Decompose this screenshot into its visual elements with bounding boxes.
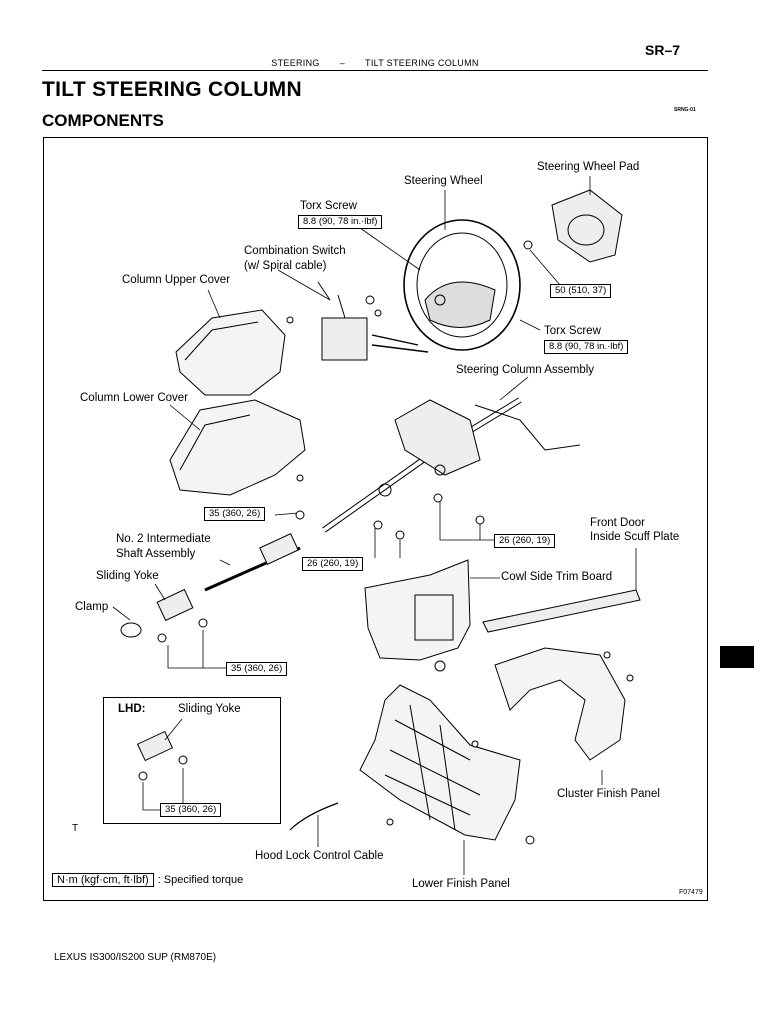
header-subsection: TILT STEERING COLUMN	[365, 58, 479, 68]
label-steering-wheel-pad: Steering Wheel Pad	[537, 161, 640, 173]
hood-lock-cable-drawing	[289, 802, 339, 831]
label-cowl-side-trim: Cowl Side Trim Board	[501, 571, 613, 583]
intermediate-shaft-drawing	[204, 532, 301, 592]
cowl-side-trim-drawing	[364, 559, 471, 661]
column-upper-cover-drawing	[175, 309, 286, 396]
header-dash: –	[339, 58, 346, 68]
steering-column-drawing	[322, 397, 581, 533]
torque-torx-1: 8.8 (90, 78 in.·lbf)	[298, 215, 383, 229]
label-torx-screw-2: Torx Screw	[544, 325, 601, 337]
label-combination-switch-sub: (w/ Spiral cable)	[244, 260, 327, 272]
label-hood-lock-cable: Hood Lock Control Cable	[255, 850, 384, 862]
label-shaft-assembly: Shaft Assembly	[116, 548, 196, 560]
label-front-door: Front Door	[590, 517, 645, 529]
label-lhd: LHD:	[118, 703, 146, 715]
header-section: STEERING	[271, 58, 320, 68]
label-lower-finish-panel: Lower Finish Panel	[412, 878, 510, 890]
legend-text: : Specified torque	[157, 874, 244, 886]
steering-wheel-pad-drawing	[523, 189, 623, 263]
figure-code: SRNG-01	[674, 107, 696, 113]
steering-wheel-drawing	[403, 219, 521, 351]
lhd-yoke-drawing	[136, 730, 188, 781]
label-torx-screw-1: Torx Screw	[300, 200, 357, 212]
section-tab	[720, 646, 754, 668]
torque-lower-cover: 35 (360, 26)	[204, 507, 266, 521]
scuff-plate-drawing	[482, 589, 641, 633]
sliding-yoke-drawing	[120, 588, 208, 643]
label-combination-switch: Combination Switch	[244, 245, 346, 257]
page-title: TILT STEERING COLUMN	[42, 78, 302, 101]
legend-unit-box: N·m (kgf·cm, ft·lbf)	[52, 873, 154, 887]
torque-lhd-yoke: 35 (360, 26)	[160, 803, 222, 817]
label-lhd-sliding-yoke: Sliding Yoke	[178, 703, 241, 715]
torque-column-a: 26 (260, 19)	[494, 534, 556, 548]
label-clamp: Clamp	[75, 601, 109, 613]
page-footer: LEXUS IS300/IS200 SUP (RM870E)	[54, 952, 217, 963]
label-steering-column-assembly: Steering Column Assembly	[456, 364, 595, 376]
t-mark: T	[72, 823, 79, 834]
torque-torx-2: 8.8 (90, 78 in.·lbf)	[544, 340, 629, 354]
label-inside-scuff-plate: Inside Scuff Plate	[590, 531, 680, 543]
leader-lines	[112, 176, 637, 875]
label-cluster-finish-panel: Cluster Finish Panel	[557, 788, 660, 800]
label-sliding-yoke: Sliding Yoke	[96, 570, 159, 582]
torque-pad: 50 (510, 37)	[550, 284, 612, 298]
torque-column-b: 26 (260, 19)	[302, 557, 364, 571]
label-steering-wheel: Steering Wheel	[404, 175, 483, 187]
label-column-lower-cover: Column Lower Cover	[80, 392, 189, 404]
lower-finish-panel-drawing	[359, 684, 521, 841]
label-no2-intermediate: No. 2 Intermediate	[116, 533, 211, 545]
column-lower-cover-drawing	[169, 399, 306, 496]
figure-id: F07479	[679, 889, 703, 896]
page-number: SR–7	[645, 42, 681, 58]
page-subtitle: COMPONENTS	[42, 111, 164, 130]
combination-switch-drawing	[317, 281, 429, 361]
cluster-finish-panel-drawing	[494, 647, 626, 761]
torque-yoke: 35 (360, 26)	[226, 662, 288, 676]
bolts	[286, 316, 634, 845]
torque-legend: N·m (kgf·cm, ft·lbf): Specified torque	[52, 873, 244, 887]
label-column-upper-cover: Column Upper Cover	[122, 274, 231, 286]
lhd-inset	[103, 697, 281, 824]
diagram-frame	[43, 137, 708, 901]
running-header: STEERING – TILT STEERING COLUMN	[42, 58, 708, 68]
header-rule	[42, 70, 708, 71]
